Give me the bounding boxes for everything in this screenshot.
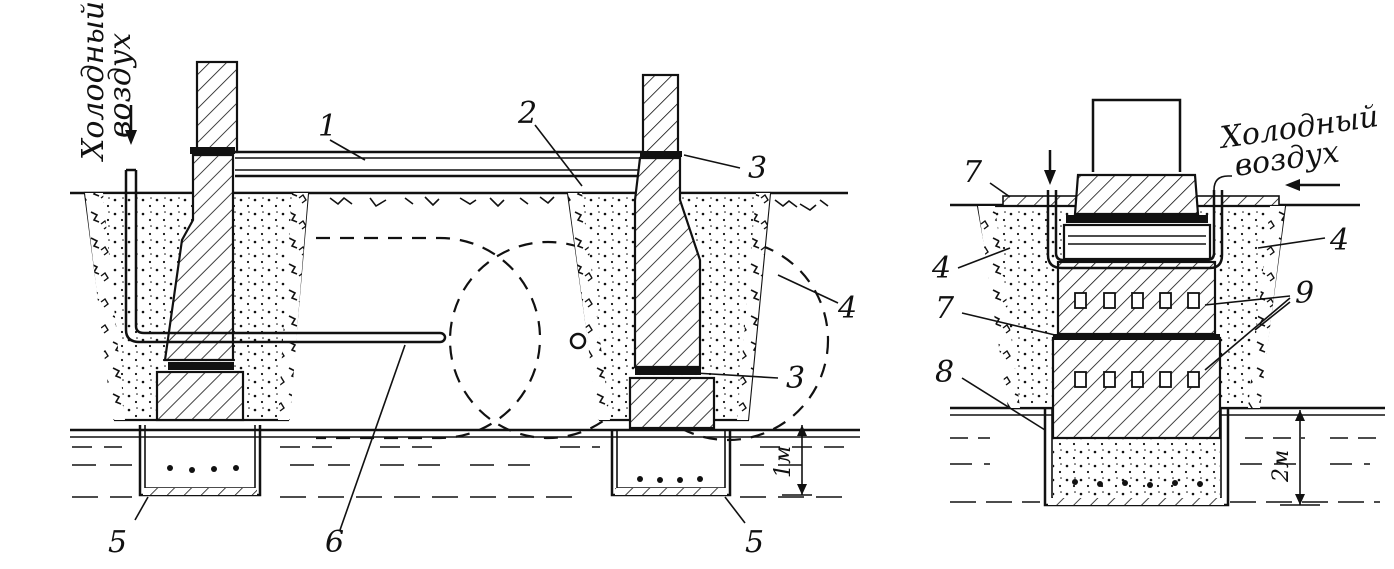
air-channels <box>1074 292 1200 388</box>
ground-surface-texture <box>329 196 829 211</box>
label-8: 8 <box>935 355 954 390</box>
label-7-top: 7 <box>963 155 983 190</box>
dimension-2m <box>1280 410 1320 506</box>
label-5-right: 5 <box>745 525 764 560</box>
leader-lines-right <box>957 182 1326 431</box>
lower-block <box>1051 336 1222 440</box>
leader-lines-left <box>134 124 839 531</box>
label-4-right: 4 <box>1329 223 1349 258</box>
label-3-top: 3 <box>748 151 767 186</box>
beam-1 <box>235 150 645 178</box>
right-column <box>1091 98 1182 172</box>
label-3-bottom: 3 <box>786 361 805 396</box>
label-2: 2 <box>517 96 537 131</box>
left-foundation <box>83 60 310 497</box>
left-diagram: Холодный воздух 1 2 3 4 3 5 6 5 1м <box>70 1 860 560</box>
label-dim-1m: 1м <box>771 446 796 478</box>
label-cold-air-left-2: воздух <box>103 33 138 138</box>
water-table-lines <box>70 428 860 498</box>
label-5-left: 5 <box>108 525 127 560</box>
label-9: 9 <box>1295 276 1314 311</box>
label-7-mid: 7 <box>935 291 955 326</box>
right-diagram: Холодный воздух 7 4 4 7 9 8 2м <box>931 98 1385 507</box>
label-cold-air-left-1: Холодный <box>76 1 111 162</box>
label-dim-2m: 2м <box>1269 450 1294 483</box>
left-column <box>195 60 239 154</box>
label-4: 4 <box>837 291 857 326</box>
right-foundation <box>566 73 772 497</box>
cold-air-pipe <box>124 105 447 344</box>
dimension-1m <box>782 425 812 496</box>
label-4-left: 4 <box>931 251 951 286</box>
label-6: 6 <box>325 525 344 560</box>
label-1: 1 <box>318 109 337 144</box>
